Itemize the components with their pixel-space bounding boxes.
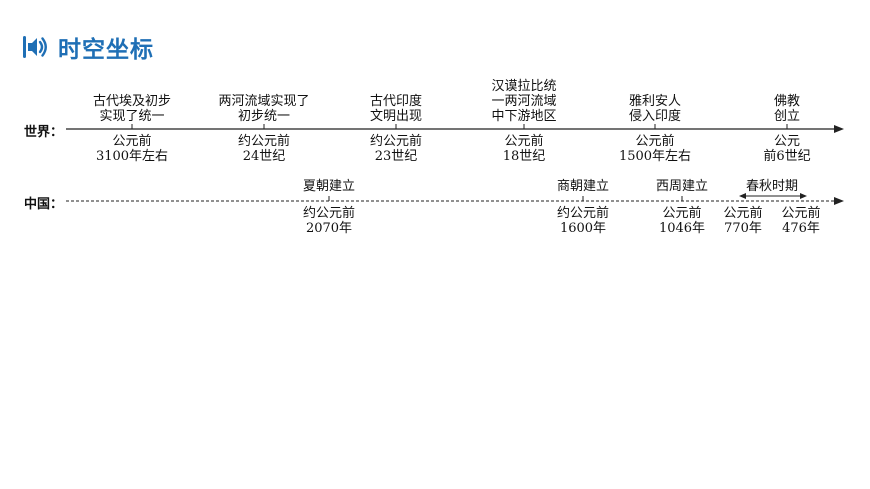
china-event-description-line: 商朝建立 bbox=[556, 179, 610, 194]
world-event-date-line: 公元前 bbox=[112, 134, 152, 149]
world-event-description-line: 佛教 bbox=[773, 94, 801, 109]
world-event-description-line: 实现了统一 bbox=[99, 109, 165, 124]
china-row-label: 中国： bbox=[24, 197, 64, 212]
china-event-description: 春秋时期 bbox=[746, 179, 798, 194]
world-event-description: 雅利安人侵入印度 bbox=[629, 94, 681, 124]
world-event-description-line: 古代埃及初步 bbox=[92, 94, 172, 109]
china-event-date-line: 约公元前 bbox=[302, 206, 356, 221]
range-arrow-left bbox=[739, 193, 746, 199]
speaker-icon[interactable] bbox=[22, 33, 48, 61]
china-event-date-line: 公元前 bbox=[781, 206, 821, 221]
world-event-date-line: 24世纪 bbox=[242, 149, 286, 164]
section-header: 时空坐标 bbox=[22, 30, 154, 64]
china-event-date-line: 公元前 bbox=[662, 206, 702, 221]
page-title: 时空坐标 bbox=[58, 37, 154, 63]
china-event-description: 商朝建立 bbox=[557, 179, 609, 194]
world-event-date-line: 公元前 bbox=[504, 134, 544, 149]
china-event-description-line: 西周建立 bbox=[655, 179, 709, 194]
world-event-description-line: 创立 bbox=[773, 109, 801, 124]
world-event-description-line: 文明出现 bbox=[369, 109, 423, 124]
china-event-description-line: 夏朝建立 bbox=[302, 179, 356, 194]
china-event-date-line: 约公元前 bbox=[556, 206, 610, 221]
world-event-description: 古代印度文明出现 bbox=[370, 94, 422, 124]
world-event-description-line: 侵入印度 bbox=[628, 109, 682, 124]
world-row-label: 世界： bbox=[24, 125, 64, 140]
world-event-date-line: 约公元前 bbox=[369, 134, 423, 149]
world-event-description-line: 雅利安人 bbox=[628, 94, 682, 109]
world-event-date-line: 18世纪 bbox=[502, 149, 546, 164]
world-event-date-line: 前6世纪 bbox=[763, 149, 811, 164]
china-event-date-line: 1600年 bbox=[559, 221, 607, 236]
world-event-description-line: 中下游地区 bbox=[491, 109, 557, 124]
world-event-date-line: 公元 bbox=[773, 134, 800, 149]
world-axis-arrow bbox=[834, 125, 844, 133]
china-event-description: 西周建立 bbox=[656, 179, 708, 194]
world-event-description-line: 两河流域实现了 bbox=[218, 94, 310, 109]
world-event-description: 佛教创立 bbox=[774, 94, 800, 124]
china-event-date-line: 2070年 bbox=[305, 221, 353, 236]
china-axis-arrow bbox=[834, 197, 844, 205]
world-event-date: 公元前6世纪 bbox=[763, 134, 810, 164]
world-event-date-line: 1500年左右 bbox=[618, 149, 692, 164]
china-event-description-line: 春秋时期 bbox=[745, 179, 799, 194]
world-event-description-line: 初步统一 bbox=[237, 109, 291, 124]
world-event-date-line: 3100年左右 bbox=[95, 149, 169, 164]
world-event-date-line: 23世纪 bbox=[374, 149, 418, 164]
range-arrow-right bbox=[800, 193, 807, 199]
world-event-description: 两河流域实现了初步统一 bbox=[218, 94, 309, 124]
world-event-description: 汉谟拉比统一两河流域中下游地区 bbox=[491, 79, 556, 124]
china-event-date-line: 476年 bbox=[782, 221, 820, 236]
china-event-date-line: 770年 bbox=[724, 221, 762, 236]
world-event-date-line: 公元前 bbox=[635, 134, 675, 149]
world-event-description-line: 一两河流域 bbox=[491, 94, 557, 109]
china-event-date-line: 1046年 bbox=[658, 221, 706, 236]
world-event-description: 古代埃及初步实现了统一 bbox=[93, 94, 171, 124]
china-event-date-line: 公元前 bbox=[723, 206, 763, 221]
china-event-description: 夏朝建立 bbox=[303, 179, 355, 194]
world-event-description-line: 汉谟拉比统 bbox=[491, 79, 557, 94]
world-event-date-line: 约公元前 bbox=[237, 134, 291, 149]
world-event-description-line: 古代印度 bbox=[369, 94, 423, 109]
